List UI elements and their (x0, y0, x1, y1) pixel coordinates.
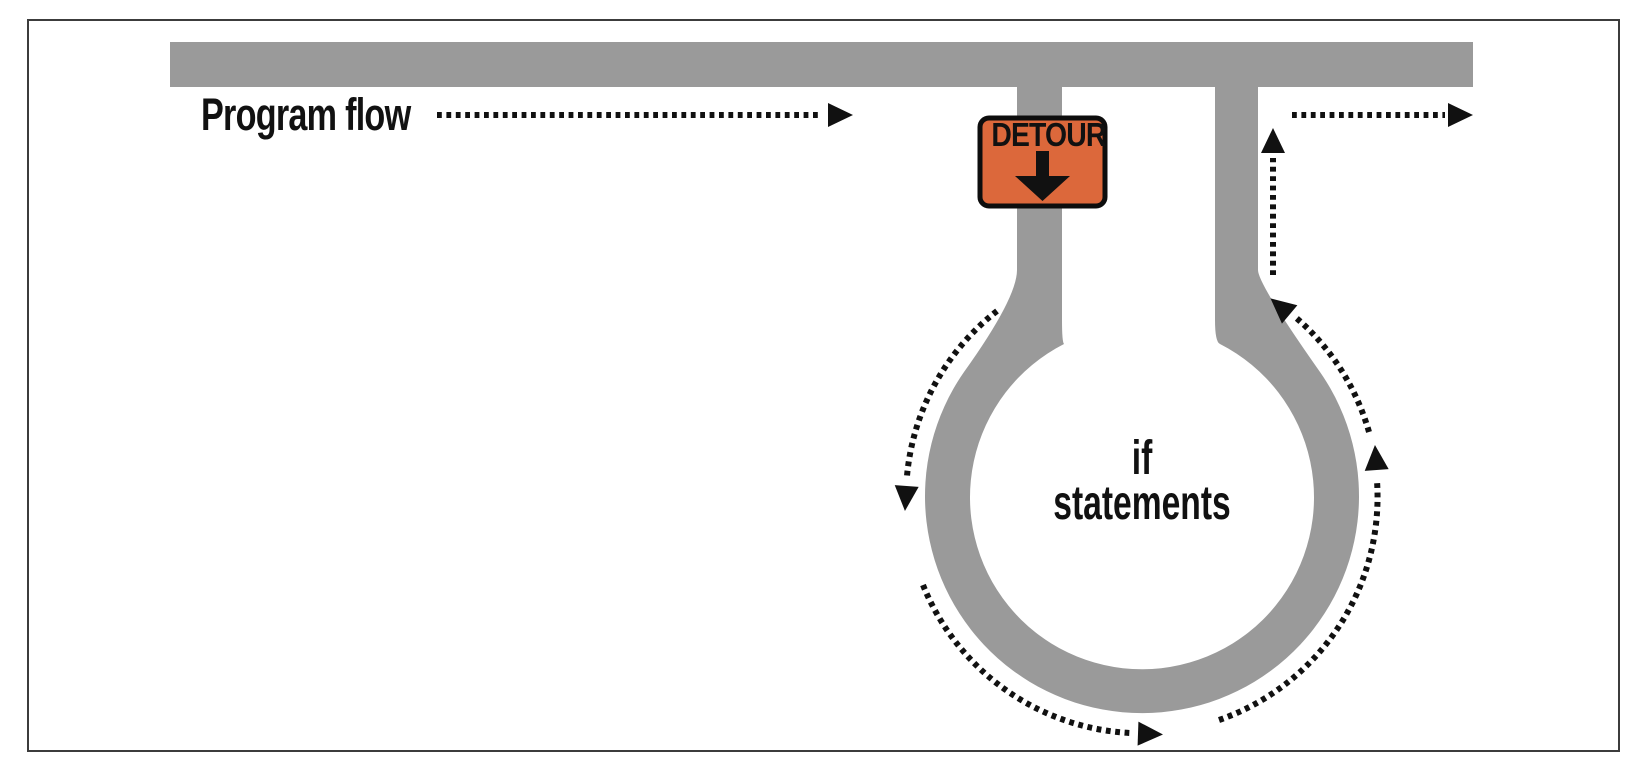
diagram-frame (27, 19, 1620, 752)
loop-arc-left-arrowhead-icon (894, 485, 919, 511)
loop-arc-upper-right (1292, 313, 1372, 433)
loop-arc-bottom-arrowhead-icon (1137, 721, 1163, 746)
loop-arc-bottom-right (1218, 480, 1381, 723)
loop-label-line1: if (1131, 432, 1153, 485)
loop-arc-upper-right-arrowhead-icon (1270, 298, 1298, 324)
loop-arc-right-arrowhead-icon (1364, 445, 1389, 471)
exit-up-arrowhead-icon (1261, 128, 1285, 153)
loop-arc-left (904, 308, 999, 477)
loop-arc-bottom-left (920, 583, 1131, 736)
main-road (170, 42, 1473, 87)
detour-down-arrow-icon (1015, 151, 1070, 201)
detour-sign-label: DETOUR (991, 116, 1106, 153)
continue-right-arrowhead-icon (1448, 103, 1473, 127)
loop-road (924, 80, 1359, 714)
loop-label-line2: statements (1053, 477, 1231, 530)
program-flow-arrowhead-icon (828, 103, 853, 127)
loop-label: if statements (1037, 432, 1247, 530)
program-flow-label: Program flow (201, 89, 411, 140)
